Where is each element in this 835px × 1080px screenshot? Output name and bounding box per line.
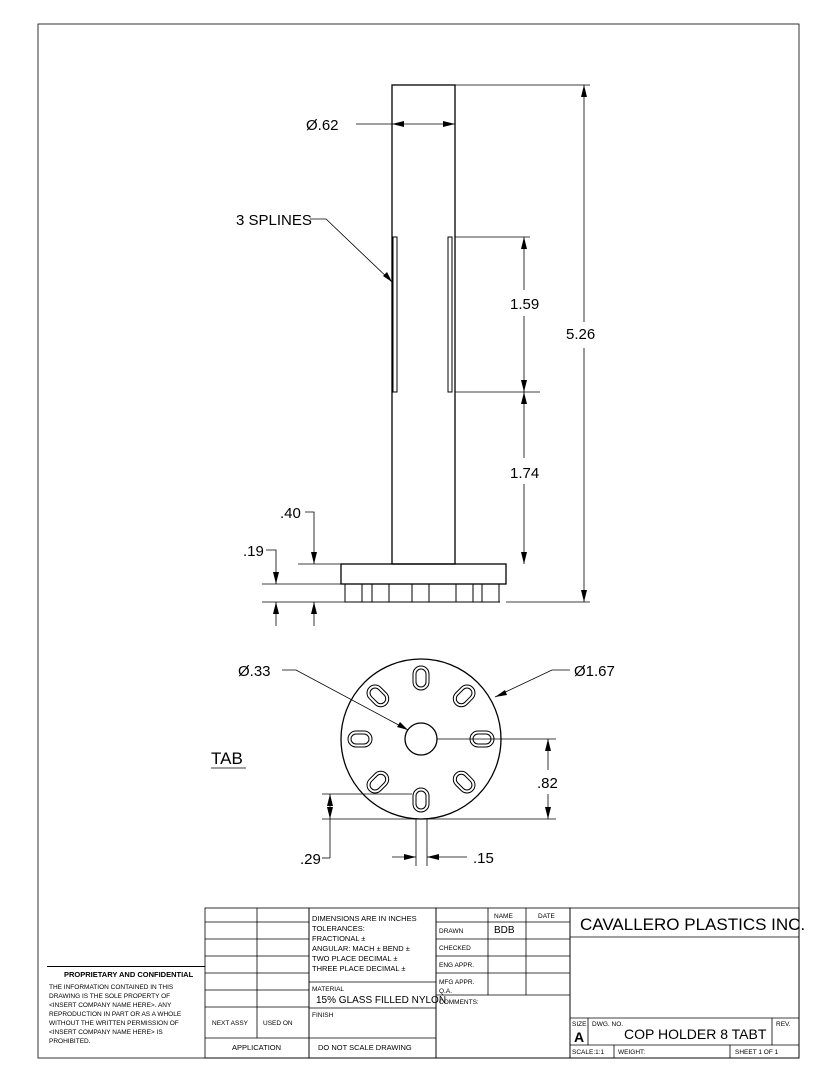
dim-base-diameter: Ø1.67 — [574, 663, 615, 680]
top-view: Ø.33 Ø1.67 .82 .29 .15 TAB — [211, 658, 615, 868]
application-label: APPLICATION — [232, 1043, 281, 1052]
view-label-tab: TAB — [211, 749, 243, 768]
title-block: PROPRIETARY AND CONFIDENTIAL THE INFORMA… — [47, 907, 805, 1059]
dim-hole-diameter: Ø.33 — [238, 663, 271, 680]
size-label: SIZE — [572, 1021, 587, 1028]
shaft-outline — [391, 84, 456, 565]
dim-tab-depth: .29 — [300, 851, 321, 868]
svg-text:THE INFORMATION CONTAINED IN T: THE INFORMATION CONTAINED IN THIS — [49, 984, 174, 991]
svg-text:FRACTIONAL ±: FRACTIONAL ± — [312, 934, 365, 943]
center-hole — [404, 722, 438, 756]
approval-row-eng: ENG APPR. — [439, 962, 474, 969]
svg-text:THREE PLACE DECIMAL ±: THREE PLACE DECIMAL ± — [312, 964, 405, 973]
base-flange — [340, 563, 507, 585]
svg-text:ANGULAR: MACH ± BEND ±: ANGULAR: MACH ± BEND ± — [312, 944, 410, 953]
svg-text:DRAWING IS THE SOLE PROPERTY O: DRAWING IS THE SOLE PROPERTY OF — [49, 993, 170, 1000]
sheet-border — [37, 23, 800, 1059]
weight-label: WEIGHT: — [618, 1049, 645, 1056]
side-view: Ø.62 3 SPLINES 5.26 1.59 1.74 .40 — [236, 84, 595, 626]
tolerance-notes: DIMENSIONS ARE IN INCHES TOLERANCES: FRA… — [312, 914, 417, 973]
approval-row-drawn: DRAWN — [439, 928, 464, 935]
dim-tab-width: .15 — [473, 850, 494, 867]
svg-text:WITHOUT THE WRITTEN PERMISSION: WITHOUT THE WRITTEN PERMISSION OF — [49, 1020, 179, 1027]
svg-text:REPRODUCTION IN PART OR AS A W: REPRODUCTION IN PART OR AS A WHOLE — [49, 1011, 182, 1018]
material-label: MATERIAL — [312, 986, 344, 993]
dim-tab-offset: .82 — [537, 775, 558, 792]
label-splines: 3 SPLINES — [236, 212, 312, 229]
proprietary-notice: PROPRIETARY AND CONFIDENTIAL THE INFORMA… — [47, 966, 205, 1045]
svg-text:PROHIBITED.: PROHIBITED. — [49, 1038, 91, 1045]
svg-text:PROPRIETARY AND CONFIDENTIAL: PROPRIETARY AND CONFIDENTIAL — [64, 970, 194, 979]
used-on-label: USED ON — [263, 1020, 293, 1027]
svg-text:TOLERANCES:: TOLERANCES: — [312, 924, 365, 933]
approval-row-checked: CHECKED — [439, 945, 471, 952]
material-value: 15% GLASS FILLED NYLON — [316, 995, 446, 1006]
drawn-by-name: BDB — [494, 925, 515, 936]
approval-row-mfg: MFG APPR. — [439, 979, 475, 986]
dim-shaft-diameter: Ø.62 — [306, 117, 339, 134]
approvals-name-header: NAME — [494, 913, 513, 920]
dwg-no-label: DWG. NO. — [592, 1021, 623, 1028]
svg-text:TWO PLACE DECIMAL ±: TWO PLACE DECIMAL ± — [312, 954, 398, 963]
sheet-number: SHEET 1 OF 1 — [735, 1049, 779, 1056]
approvals-date-header: DATE — [538, 913, 556, 920]
comments-label: COMMENTS: — [439, 999, 479, 1006]
finish-label: FINISH — [312, 1012, 334, 1019]
dim-spline-length: 1.59 — [510, 296, 539, 313]
spline-right — [447, 236, 453, 393]
svg-text:<INSERT COMPANY NAME HERE> IS: <INSERT COMPANY NAME HERE> IS — [49, 1029, 163, 1036]
drawing-number: COP HOLDER 8 TABT — [624, 1026, 767, 1042]
svg-text:<INSERT COMPANY NAME HERE>. AN: <INSERT COMPANY NAME HERE>. ANY — [49, 1002, 172, 1009]
dim-overall-height: 5.26 — [566, 326, 595, 343]
dim-base-thickness: .19 — [243, 543, 264, 560]
company-name: CAVALLERO PLASTICS INC. — [580, 915, 805, 934]
svg-text:DIMENSIONS ARE IN INCHES: DIMENSIONS ARE IN INCHES — [312, 914, 417, 923]
size-value: A — [574, 1029, 584, 1045]
spline-left — [392, 236, 398, 393]
base-tabs — [344, 583, 500, 603]
dim-lower-shaft-length: 1.74 — [510, 465, 539, 482]
approval-row-qa: Q.A. — [439, 988, 452, 995]
tab-slots — [347, 665, 495, 813]
next-assy-label: NEXT ASSY — [212, 1020, 249, 1027]
dim-base-height: .40 — [280, 505, 301, 522]
scale-value: SCALE:1:1 — [572, 1049, 605, 1056]
rev-label: REV. — [776, 1021, 791, 1028]
do-not-scale-note: DO NOT SCALE DRAWING — [318, 1043, 412, 1052]
